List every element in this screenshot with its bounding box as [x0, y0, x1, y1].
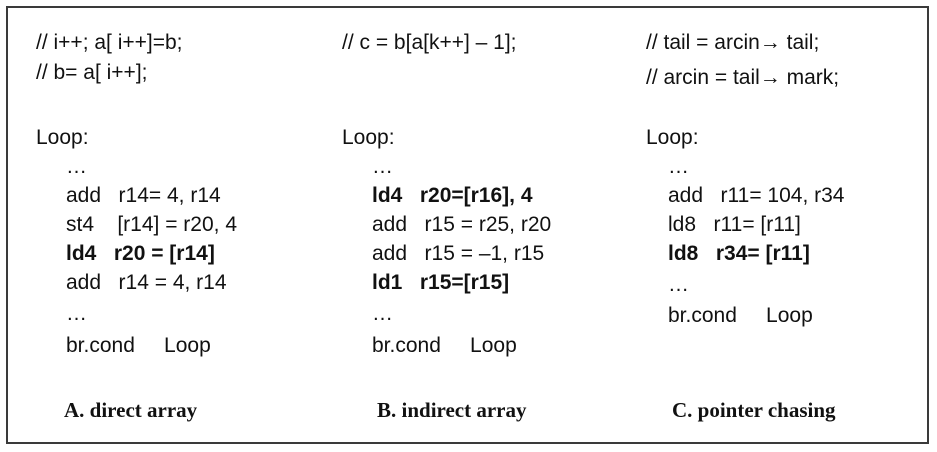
ellipsis: …: [372, 302, 393, 325]
instruction-line-highlighted: ld4 r20=[r16], 4: [372, 184, 533, 207]
panel-caption: B. indirect array: [377, 398, 527, 422]
panel-indirect-array: // c = b[a[k++] – 1]; Loop: … ld4 r20=[r…: [342, 8, 642, 442]
branch-line: br.cond Loop: [66, 334, 211, 357]
instruction-line: st4 [r14] = r20, 4: [66, 213, 238, 236]
comment-line: // tail = arcin→ tail;: [646, 31, 820, 54]
comment-line: // arcin = tail→ mark;: [646, 66, 840, 89]
ellipsis: …: [668, 155, 689, 178]
panel-caption: A. direct array: [64, 398, 198, 422]
instruction-line: add r14= 4, r14: [66, 184, 221, 207]
panel-caption: C. pointer chasing: [672, 398, 836, 422]
instruction-line: add r11= 104, r34: [668, 184, 845, 207]
ellipsis: …: [372, 155, 393, 178]
panel-direct-array: // i++; a[ i++]=b; // b= a[ i++]; Loop: …: [36, 8, 336, 442]
loop-label: Loop:: [342, 126, 395, 149]
loop-label: Loop:: [36, 126, 89, 149]
ellipsis: …: [66, 155, 87, 178]
ellipsis: …: [66, 302, 87, 325]
branch-line: br.cond Loop: [372, 334, 517, 357]
ellipsis: …: [668, 273, 689, 296]
instruction-line-highlighted: ld8 r34= [r11]: [668, 242, 810, 265]
panel-pointer-chasing: // tail = arcin→ tail; // arcin = tail→ …: [646, 8, 937, 442]
comment-line: // i++; a[ i++]=b;: [36, 31, 183, 54]
instruction-line: ld8 r11= [r11]: [668, 213, 801, 236]
instruction-line: add r15 = –1, r15: [372, 242, 545, 265]
instruction-line-highlighted: ld1 r15=[r15]: [372, 271, 510, 294]
instruction-line: add r14 = 4, r14: [66, 271, 227, 294]
instruction-line-highlighted: ld4 r20 = [r14]: [66, 242, 215, 265]
instruction-line: add r15 = r25, r20: [372, 213, 552, 236]
branch-line: br.cond Loop: [668, 304, 813, 327]
figure-frame: // i++; a[ i++]=b; // b= a[ i++]; Loop: …: [6, 6, 929, 444]
comment-line: // b= a[ i++];: [36, 61, 148, 84]
comment-line: // c = b[a[k++] – 1];: [342, 31, 517, 54]
loop-label: Loop:: [646, 126, 699, 149]
